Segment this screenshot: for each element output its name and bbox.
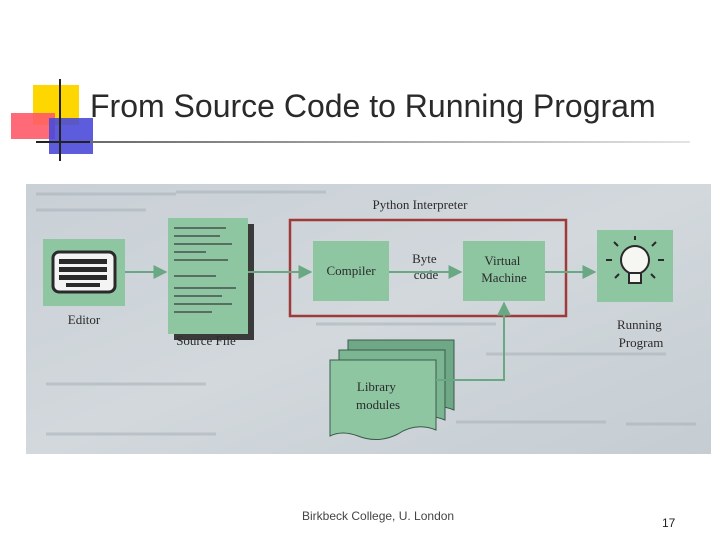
faint-background-text — [36, 190, 696, 436]
running-program-label: Running Program — [617, 317, 665, 350]
library-modules-label-line2: modules — [356, 397, 400, 412]
lightbulb-icon — [606, 236, 664, 284]
library-modules-label-line1: Library — [357, 379, 396, 394]
library-modules-label: Library modules — [356, 379, 400, 412]
slide-logo — [0, 0, 166, 170]
logo-red-square — [11, 113, 55, 139]
logo-vertical-line — [59, 79, 61, 161]
interpreter-label: Python Interpreter — [373, 197, 469, 212]
slide-footer: Birkbeck College, U. London — [302, 509, 455, 523]
bytecode-label-line2: code — [414, 267, 439, 282]
editor-label: Editor — [68, 312, 101, 327]
source-file-label: Source File — [176, 333, 236, 348]
virtual-machine-label-line1: Virtual — [484, 253, 520, 268]
compiler-label: Compiler — [326, 263, 376, 278]
logo-blue-square — [49, 118, 93, 154]
virtual-machine-label: Virtual Machine — [481, 253, 527, 285]
interpreter-frame — [288, 218, 568, 318]
compiler-box — [313, 241, 389, 301]
library-modules-stack — [329, 339, 455, 440]
source-file-lines — [174, 227, 236, 313]
running-program-label-line2: Program — [619, 335, 664, 350]
bytecode-label: Byte code — [412, 251, 440, 282]
running-program-label-line1: Running — [617, 317, 662, 332]
bytecode-label-line1: Byte — [412, 251, 437, 266]
title-underline — [90, 141, 690, 143]
arrow-library-to-vm — [436, 301, 511, 381]
slide-title: From Source Code to Running Program — [90, 88, 656, 124]
diagram-photo: Python Interpreter Editor Source File Co… — [26, 184, 711, 454]
virtual-machine-label-line2: Machine — [481, 270, 527, 285]
page-number: 17 — [662, 516, 676, 530]
virtual-machine-box — [463, 241, 545, 301]
keyboard-icon — [51, 250, 117, 294]
